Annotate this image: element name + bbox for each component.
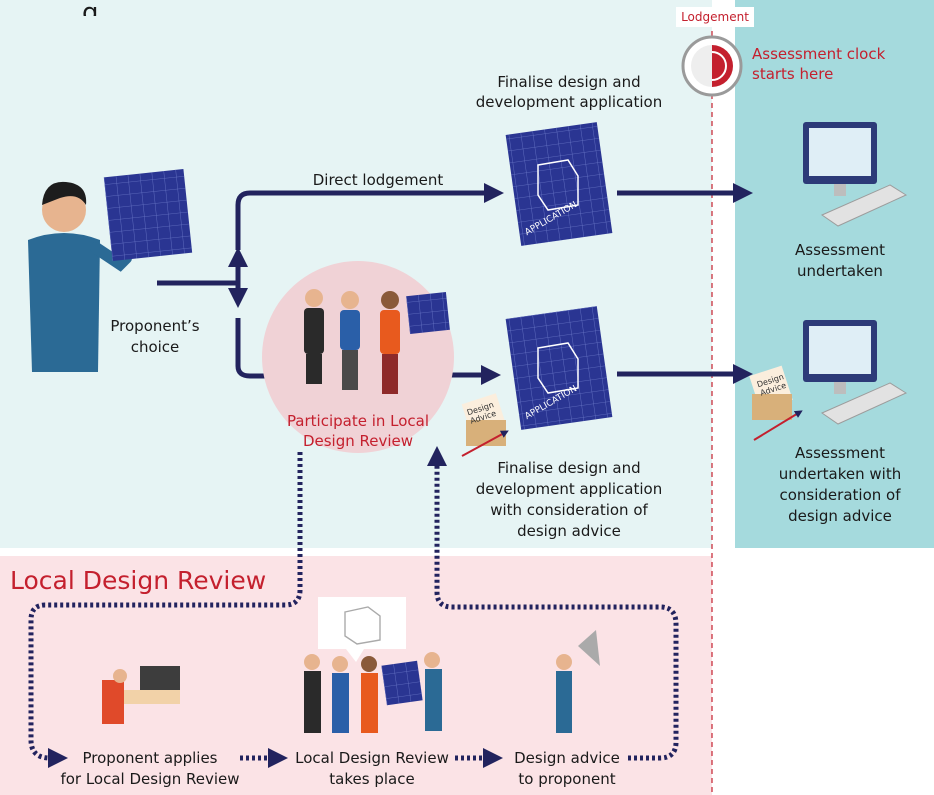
- assessment1-line2: undertaken: [797, 262, 883, 280]
- assessment2-line4: design advice: [788, 507, 892, 525]
- speech-bubble-building: [318, 597, 406, 662]
- step2-line1: Local Design Review: [295, 749, 449, 767]
- direct-finalise-line2: development application: [475, 93, 663, 111]
- top-panel-title-fragment: g: [82, 0, 99, 16]
- advice-giver-figure: [556, 630, 600, 733]
- design-advice-envelope-middle: [461, 393, 509, 457]
- step1-line1: Proponent applies: [82, 749, 218, 767]
- participate-line2: Design Review: [302, 432, 414, 450]
- application-blueprint-review: [505, 306, 613, 430]
- assessment2-line1: Assessment: [795, 444, 885, 462]
- application-blueprint-direct: [505, 122, 613, 246]
- local-design-review-title: Local Design Review: [10, 566, 267, 595]
- assessment-panel: [735, 0, 934, 548]
- step1-line2: for Local Design Review: [60, 770, 240, 788]
- assessment1-line1: Assessment: [795, 241, 885, 259]
- direct-lodgement-label: Direct lodgement: [312, 171, 444, 189]
- clock-icon: [681, 35, 743, 97]
- step2-line2: takes place: [329, 770, 415, 788]
- group-of-people: [304, 289, 450, 394]
- proponent-figure: [28, 181, 132, 372]
- participate-line1: Participate in Local: [286, 412, 430, 430]
- review-finalise-line1: Finalise design and: [497, 459, 641, 477]
- review-finalise-line2: development application: [475, 480, 663, 498]
- review-loop: [28, 446, 679, 768]
- assessment2-line3: consideration of: [779, 486, 901, 504]
- direct-finalise-line1: Finalise design and: [497, 73, 641, 91]
- proponent-choice-line1: Proponent’s: [110, 317, 200, 335]
- design-advice-envelope-right: [749, 365, 803, 441]
- clock-text-line1: Assessment clock: [752, 45, 886, 63]
- clock-text-line2: starts here: [752, 65, 834, 83]
- computer-icon-2: [803, 320, 908, 425]
- assessment2-line2: undertaken with: [778, 465, 902, 483]
- lodgement-tag: Lodgement: [676, 7, 754, 27]
- review-meeting-people: [304, 652, 442, 733]
- desk-worker-icon: [102, 666, 180, 724]
- proponent-blueprint: [103, 169, 193, 261]
- proponent-choice-line2: choice: [130, 338, 180, 356]
- step3-line2: to proponent: [518, 770, 616, 788]
- review-finalise-line4: design advice: [517, 522, 621, 540]
- review-finalise-line3: with consideration of: [490, 501, 648, 519]
- computer-icon-1: [803, 122, 908, 227]
- step3-line1: Design advice: [514, 749, 620, 767]
